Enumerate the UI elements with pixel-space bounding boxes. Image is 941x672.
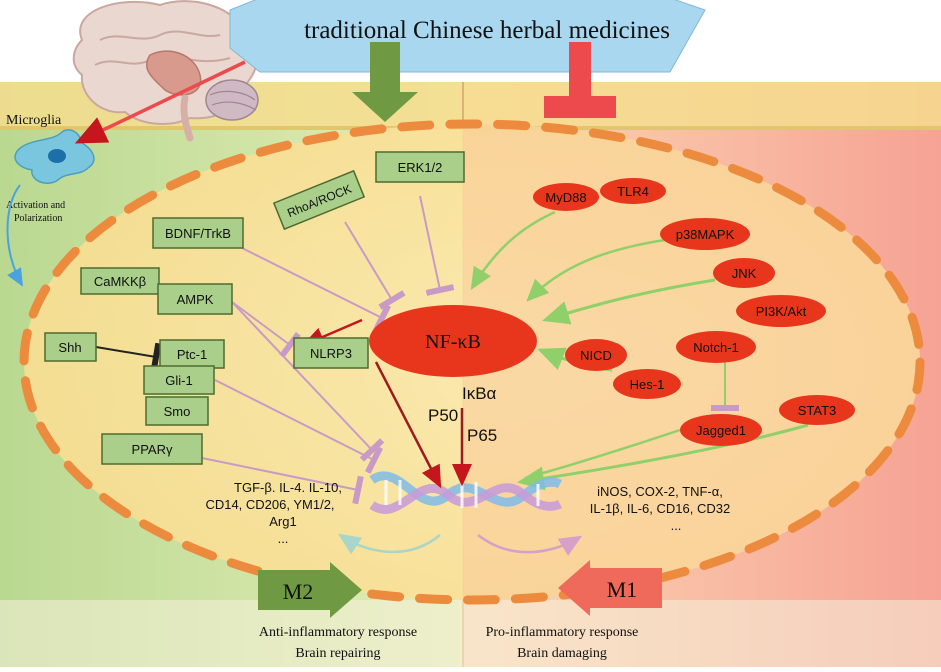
erk-box: ERK1/2 xyxy=(375,151,465,183)
m1-label: M1 xyxy=(607,577,638,602)
nicd-node: NICD xyxy=(565,339,627,371)
m2-cytokine-line: Arg1 xyxy=(269,514,296,529)
m1-response-1: Pro-inflammatory response xyxy=(486,625,639,640)
bdnf-label: BDNF/TrkB xyxy=(165,226,231,241)
hes-node: Hes-1 xyxy=(613,369,681,399)
pi3k-node: PI3K/Akt xyxy=(736,295,826,327)
shh-ptc-inhibit xyxy=(95,342,162,372)
smo-label: Smo xyxy=(164,404,191,419)
jnk-node: JNK xyxy=(713,258,775,288)
notch-node: Notch-1 xyxy=(676,331,756,363)
ptc-label: Ptc-1 xyxy=(177,347,207,362)
nlrp3-box: NLRP3 xyxy=(293,337,369,369)
shh-label: Shh xyxy=(58,340,81,355)
m1-cytokine-list: iNOS, COX-2, TNF-α, IL-1β, IL-6, CD16, C… xyxy=(590,484,730,533)
hes-label: Hes-1 xyxy=(630,377,665,392)
myd88-node: MyD88 xyxy=(533,183,599,211)
ikba-label: IκBα xyxy=(462,384,497,403)
ppar-label: PPARγ xyxy=(132,442,173,457)
promote-arrow xyxy=(352,42,418,122)
cell-membrane-dashes xyxy=(19,119,925,605)
shh-box: Shh xyxy=(44,332,97,362)
header-title: traditional Chinese herbal medicines xyxy=(304,17,670,44)
m2-cytokine-line: TGF-β. IL-4. IL-10, xyxy=(234,480,342,495)
activation-arrows xyxy=(301,210,809,491)
camkk-label: CaMKKβ xyxy=(94,274,146,289)
smo-box: Smo xyxy=(145,396,209,426)
brain-illustration xyxy=(72,0,260,142)
nlrp3-label: NLRP3 xyxy=(310,346,352,361)
nfkb-label: NF-κB xyxy=(425,331,481,353)
inhibition-lines xyxy=(201,195,455,505)
p38-label: p38MAPK xyxy=(676,227,735,242)
p50-label: P50 xyxy=(428,406,458,425)
brain-to-microglia-arrow xyxy=(74,60,246,144)
m2-arrow-shape: M2 xyxy=(258,562,362,618)
gli-label: Gli-1 xyxy=(165,373,192,388)
nfkb-node: NF-κB xyxy=(369,305,537,377)
microglia-cell-icon xyxy=(14,129,95,184)
p38-node: p38MAPK xyxy=(660,218,750,250)
bottom-band xyxy=(0,600,941,667)
jnk-label: JNK xyxy=(732,266,757,281)
m2-label: M2 xyxy=(283,579,314,604)
microglia-label: Microglia xyxy=(6,113,62,128)
p65-label: P65 xyxy=(467,426,497,445)
tlr4-node: TLR4 xyxy=(600,178,666,204)
stat3-label: STAT3 xyxy=(798,403,837,418)
dna-to-m1-arrow xyxy=(477,534,583,556)
myd88-label: MyD88 xyxy=(545,190,586,205)
activation-arrow xyxy=(6,184,23,287)
m2-response-2: Brain repairing xyxy=(295,646,380,661)
tlr4-label: TLR4 xyxy=(617,184,649,199)
camkk-box: CaMKKβ xyxy=(80,267,160,295)
m1-cytokine-line: IL-1β, IL-6, CD16, CD32 xyxy=(590,501,730,516)
m2-response-1: Anti-inflammatory response xyxy=(259,625,417,640)
nicd-label: NICD xyxy=(580,348,612,363)
erk-label: ERK1/2 xyxy=(398,160,443,175)
nlrp3-to-dna-arrow xyxy=(374,361,442,489)
m1-arrow-shape: M1 xyxy=(558,560,662,616)
m1-response-2: Brain damaging xyxy=(517,646,607,661)
pi3k-label: PI3K/Akt xyxy=(756,304,807,319)
m1-cytokine-line: iNOS, COX-2, TNF-α, xyxy=(597,484,723,499)
m1-cytokine-line: ... xyxy=(671,518,682,533)
jagged-node: Jagged1 xyxy=(680,414,762,446)
inhibit-marker xyxy=(544,42,616,118)
activation-label-1: Activation and xyxy=(6,200,65,211)
bdnf-box: BDNF/TrkB xyxy=(152,217,244,249)
ampk-box: AMPK xyxy=(157,283,233,315)
cell-body-right-tint xyxy=(463,124,920,600)
ppar-box: PPARγ xyxy=(101,433,203,465)
m2-cytokine-line: ... xyxy=(278,531,289,546)
ampk-label: AMPK xyxy=(177,292,214,307)
m2-cytokine-list: TGF-β. IL-4. IL-10, CD14, CD206, YM1/2, … xyxy=(205,480,342,546)
dna-helix-icon xyxy=(369,471,563,514)
dna-to-m2-arrow xyxy=(337,533,441,555)
notch-label: Notch-1 xyxy=(693,340,739,355)
ptc-box: Ptc-1 xyxy=(159,339,225,369)
gli-box: Gli-1 xyxy=(143,365,215,395)
stat3-node: STAT3 xyxy=(779,395,855,425)
activation-label-2: Polarization xyxy=(14,213,62,224)
jagged-label: Jagged1 xyxy=(696,423,746,438)
m2-cytokine-line: CD14, CD206, YM1/2, xyxy=(205,497,334,512)
